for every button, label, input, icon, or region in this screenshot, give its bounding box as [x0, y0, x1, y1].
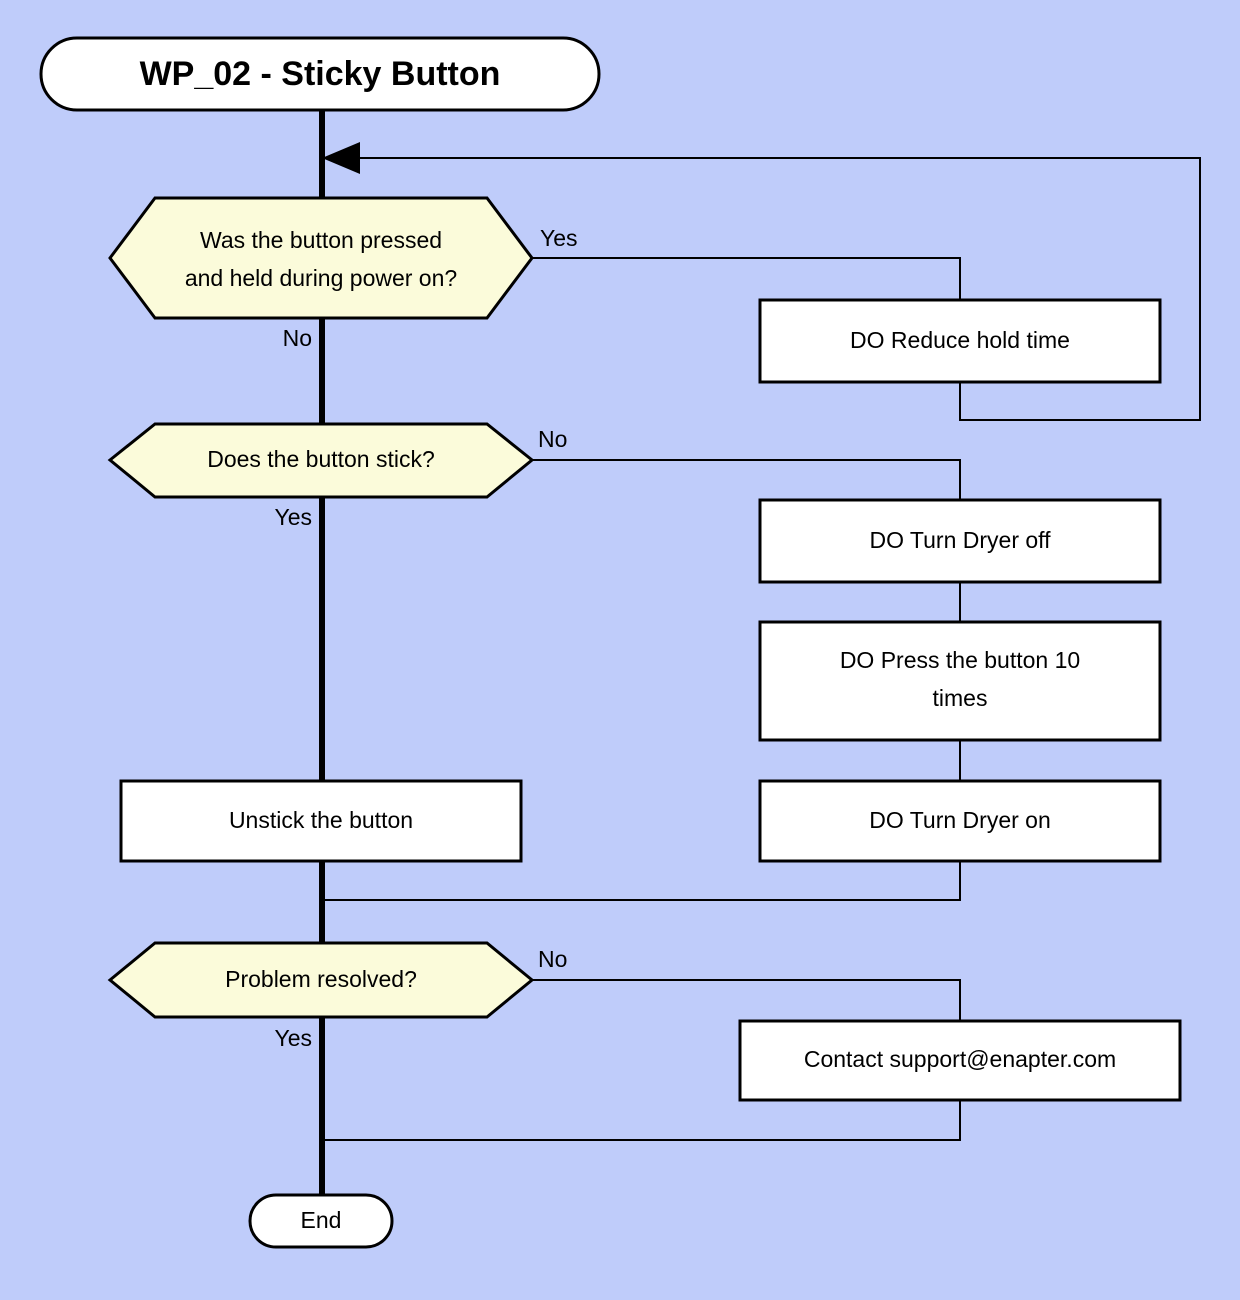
node-press-button-10-times[interactable]: DO Press the button 10 times [758, 620, 1162, 742]
edge-p1-loopback-to-d1 [356, 157, 1201, 421]
node-turn-dryer-off[interactable]: DO Turn Dryer off [758, 498, 1162, 584]
decision-problem-resolved-label: Problem resolved? [225, 966, 417, 992]
node-decision-power-on[interactable]: Was the button pressed and held during p… [108, 196, 534, 320]
contact-support-label: Contact support@enapter.com [804, 1046, 1116, 1072]
node-reduce-hold-time[interactable]: DO Reduce hold time [758, 298, 1162, 384]
contact-support-shape [738, 1019, 1182, 1102]
node-decision-button-stick[interactable]: Does the button stick? [107, 422, 535, 499]
edge-label-d3-no: No [538, 946, 567, 972]
press-button-10-times-label-line1: DO Press the button 10 [840, 647, 1080, 673]
decision-button-stick-label: Does the button stick? [207, 446, 435, 472]
unstick-the-button-shape [119, 779, 523, 863]
start-label: WP_02 - Sticky Button [140, 55, 501, 93]
node-contact-support[interactable]: Contact support@enapter.com [738, 1019, 1182, 1102]
edge-p4-merge-to-trunk [322, 861, 961, 901]
node-start[interactable]: WP_02 - Sticky Button [39, 36, 601, 112]
edge-p6-merge-to-trunk [322, 1100, 961, 1141]
edge-label-d2-yes: Yes [274, 504, 312, 530]
end-shape [248, 1193, 394, 1249]
edge-label-d1-no: No [283, 325, 312, 351]
start-shape [39, 36, 601, 112]
node-unstick-the-button[interactable]: Unstick the button [119, 779, 523, 863]
unstick-the-button-label: Unstick the button [229, 807, 413, 833]
node-turn-dryer-on[interactable]: DO Turn Dryer on [758, 779, 1162, 863]
turn-dryer-on-label: DO Turn Dryer on [869, 807, 1051, 833]
edge-label-d2-no: No [538, 426, 567, 452]
loopback-arrow-icon [322, 142, 360, 174]
decision-power-on-shape [108, 196, 534, 320]
turn-dryer-off-label: DO Turn Dryer off [869, 527, 1051, 553]
press-button-10-times-label-line2: times [933, 685, 988, 711]
decision-power-on-label-line2: and held during power on? [185, 265, 457, 291]
reduce-hold-time-label: DO Reduce hold time [850, 327, 1070, 353]
edge-label-d3-yes: Yes [274, 1025, 312, 1051]
turn-dryer-off-shape [758, 498, 1162, 584]
edge-d2-no-to-p2 [532, 459, 961, 500]
node-end[interactable]: End [248, 1193, 394, 1249]
end-label: End [301, 1207, 342, 1233]
decision-power-on-label-line1: Was the button pressed [200, 227, 442, 253]
edge-label-d1-yes: Yes [540, 225, 578, 251]
press-button-10-times-shape [758, 620, 1162, 742]
reduce-hold-time-shape [758, 298, 1162, 384]
node-decision-problem-resolved[interactable]: Problem resolved? [107, 941, 535, 1019]
edge-d1-yes-to-p1 [532, 257, 961, 300]
decision-problem-resolved-shape [107, 941, 535, 1019]
decision-button-stick-shape [107, 422, 535, 499]
turn-dryer-on-shape [758, 779, 1162, 863]
edge-d3-no-to-p6 [532, 979, 961, 1021]
